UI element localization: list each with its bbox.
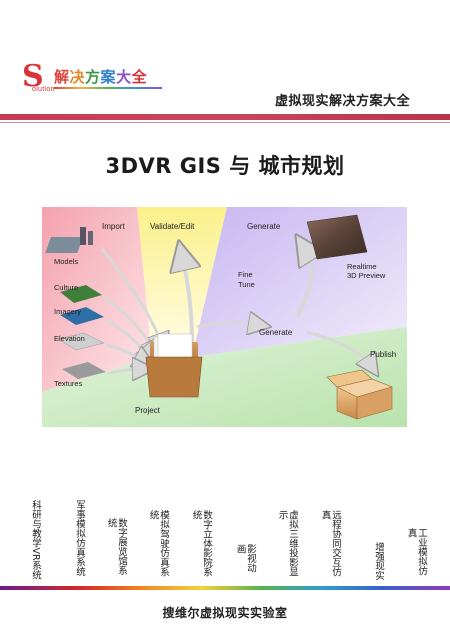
label-imagery: Imagery (54, 307, 81, 316)
label-elevation: Elevation (54, 334, 85, 343)
header-bar-thin (0, 122, 450, 123)
logo-char: 案 (100, 68, 117, 86)
culture-thumb (60, 285, 102, 303)
label-tune: Tune (238, 280, 255, 289)
logo-char: 大 (116, 68, 132, 86)
logo-letter: S (22, 59, 44, 94)
publish-box-icon (326, 369, 393, 420)
category-item: 增强现实 (373, 542, 384, 580)
arrow-textures (107, 369, 144, 373)
footer-text: 搜维尔虚拟现实实验室 (162, 606, 288, 620)
arrow-generate-mid (196, 323, 260, 327)
region-validate (137, 207, 227, 357)
region-publish (42, 327, 407, 427)
logo-char: 方 (85, 68, 101, 86)
logo-sub: olution (32, 86, 55, 93)
label-models: Models (54, 257, 78, 266)
label-fine: Fine (238, 270, 253, 279)
imagery-thumb (60, 307, 104, 325)
label-realtime: Realtime (347, 262, 377, 271)
category-item: 远程协同交互仿真 (319, 510, 341, 577)
label-import: Import (102, 222, 125, 231)
category-list: 科研与教学VR系统 军事模拟仿真系统 数字展览馆系统 模拟驾驶仿真系统 数字立体… (0, 500, 450, 580)
category-item: 军事模拟仿真系统 (74, 500, 85, 576)
label-project: Project (135, 406, 161, 415)
category-item: 模拟驾驶仿真系统 (147, 510, 169, 577)
category-item: 虚拟三维投影显示 (276, 510, 298, 577)
label-generate-mid: Generate (259, 328, 293, 337)
logo: S olution 解决方案大全 (22, 62, 182, 100)
project-folder-icon (145, 333, 203, 398)
arrow-fine-tune (297, 247, 311, 318)
spectrum-bar (0, 586, 450, 590)
textures-thumb (62, 362, 106, 379)
logo-char: 全 (131, 68, 148, 86)
logo-char: 解 (54, 68, 70, 86)
workflow-diagram: Import Validate/Edit Generate Realtime 3… (42, 207, 407, 427)
label-preview: 3D Preview (347, 271, 386, 280)
arrow-validate (182, 255, 192, 343)
category-item: 数字展览馆系统 (105, 518, 127, 575)
label-publish: Publish (370, 350, 396, 359)
arrow-publish (306, 330, 372, 367)
label-generate-top: Generate (247, 222, 281, 231)
label-culture: Culture (54, 283, 78, 292)
category-item: 数字立体影院系统 (190, 510, 212, 577)
category-item: 科研与教学VR系统 (30, 500, 41, 580)
workflow-svg: Import Validate/Edit Generate Realtime 3… (42, 207, 407, 427)
terrain-preview (306, 214, 368, 260)
header-title: 虚拟现实解决方案大全 (274, 94, 410, 109)
label-validate: Validate/Edit (150, 222, 195, 231)
logo-underline (54, 87, 162, 89)
category-item: 影视动画 (234, 544, 256, 573)
logo-char: 决 (69, 68, 86, 86)
category-item: 工业模拟仿真 (405, 528, 427, 576)
label-textures: Textures (54, 379, 83, 388)
page-title: 3DVR GIS 与 城市规划 (105, 154, 345, 178)
logo-text: 解决方案大全 (54, 66, 147, 87)
models-thumb (45, 227, 93, 253)
header-bar (0, 114, 450, 120)
elevation-thumb (57, 332, 105, 351)
